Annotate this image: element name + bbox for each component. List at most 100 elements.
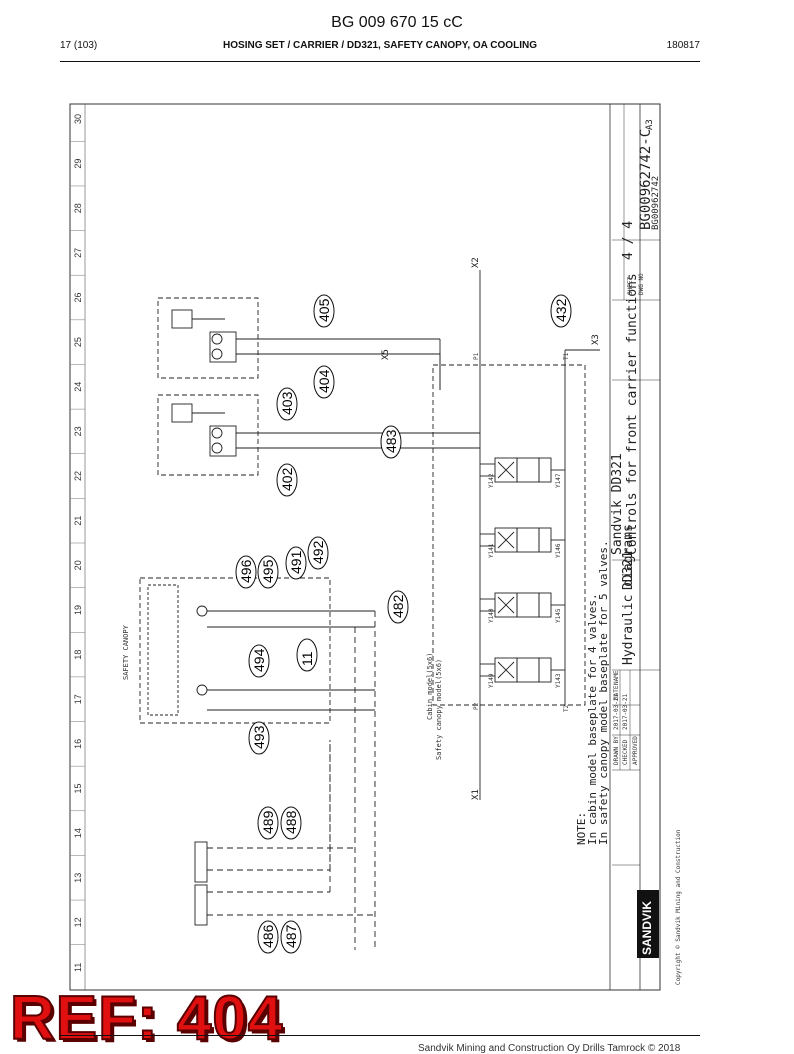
header-row: 17 (103) HOSING SET / CARRIER / DD321, S… bbox=[60, 40, 700, 56]
callout-bubble: 494 bbox=[248, 644, 270, 678]
ruler-number: 15 bbox=[73, 783, 83, 793]
callout-bubble: 491 bbox=[285, 546, 307, 580]
sheet-number: 4 / 4 bbox=[621, 221, 636, 260]
note-line-2: In safety canopy model baseplate for 5 v… bbox=[597, 540, 610, 845]
svg-text:404: 404 bbox=[316, 369, 332, 393]
safety-canopy-group bbox=[139, 577, 376, 950]
ruler-number: 29 bbox=[73, 159, 83, 169]
svg-text:11: 11 bbox=[299, 651, 315, 666]
port-x5: X5 bbox=[381, 349, 391, 360]
ruler-number: 30 bbox=[73, 114, 83, 124]
ruler-number: 12 bbox=[73, 917, 83, 927]
safety-canopy-label: SAFETY CANOPY bbox=[122, 624, 130, 680]
footer-copyright: Sandvik Mining and Construction Oy Drill… bbox=[418, 1043, 681, 1054]
svg-text:Safety canopy model(5x6): Safety canopy model(5x6) bbox=[435, 659, 443, 760]
svg-text:P2: P2 bbox=[473, 702, 480, 710]
callout-bubble: 493 bbox=[248, 721, 270, 755]
page-number: 17 (103) bbox=[60, 40, 98, 51]
svg-text:DWG NO: DWG NO bbox=[638, 273, 645, 295]
ruler-number: 13 bbox=[73, 873, 83, 883]
svg-text:495: 495 bbox=[260, 559, 276, 583]
port-x2: X2 bbox=[471, 257, 481, 268]
directional-valve bbox=[480, 657, 565, 683]
svg-text:NAME: NAME bbox=[613, 670, 620, 685]
front-cylinder-group bbox=[194, 740, 375, 926]
svg-text:483: 483 bbox=[383, 429, 399, 453]
ruler-number: 16 bbox=[73, 739, 83, 749]
company-name: Sandvik DD321 bbox=[610, 453, 625, 555]
svg-text:492: 492 bbox=[310, 540, 326, 564]
ruler-number: 19 bbox=[73, 605, 83, 615]
diagram-type: Hydraulic diagrams bbox=[621, 524, 636, 665]
svg-text:496: 496 bbox=[238, 559, 254, 583]
cylinder-group-2 bbox=[157, 394, 480, 476]
svg-text:494: 494 bbox=[251, 648, 267, 672]
svg-text:T1: T1 bbox=[563, 352, 570, 360]
svg-text:493: 493 bbox=[251, 725, 267, 749]
svg-text:P1: P1 bbox=[473, 352, 480, 360]
svg-text:491: 491 bbox=[288, 550, 304, 574]
ruler-number: 26 bbox=[73, 293, 83, 303]
svg-text:Y143: Y143 bbox=[555, 673, 562, 688]
svg-text:DRAWN BY: DRAWN BY bbox=[613, 736, 620, 765]
callout-bubble: 402 bbox=[276, 463, 298, 497]
svg-text:489: 489 bbox=[260, 810, 276, 834]
ruler-number: 17 bbox=[73, 694, 83, 704]
callout-bubble: 432 bbox=[550, 294, 572, 328]
svg-text:403: 403 bbox=[279, 391, 295, 415]
svg-text:DATE: DATE bbox=[613, 685, 620, 700]
svg-text:2017-03-21: 2017-03-21 bbox=[622, 693, 629, 730]
svg-text:Y146: Y146 bbox=[555, 543, 562, 558]
ruler-number: 24 bbox=[73, 382, 83, 392]
ruler-number: 28 bbox=[73, 203, 83, 213]
directional-valve bbox=[480, 592, 565, 618]
ruler-number: 14 bbox=[73, 828, 83, 838]
svg-text:487: 487 bbox=[283, 924, 299, 948]
directional-valve bbox=[480, 527, 565, 553]
paper-size: A3 bbox=[645, 119, 655, 130]
sandvik-logo bbox=[637, 890, 659, 958]
note-heading: NOTE: bbox=[575, 812, 588, 845]
drawing-frame bbox=[69, 103, 661, 991]
svg-text:2017-03-21: 2017-03-21 bbox=[613, 693, 620, 730]
ruler-number: 11 bbox=[73, 963, 83, 972]
drawing-number: BG00962742-C bbox=[638, 129, 654, 230]
callout-bubble: 492 bbox=[307, 536, 329, 570]
ruler-number: 23 bbox=[73, 426, 83, 436]
callout-bubble: 496 bbox=[235, 555, 257, 589]
port-x1: X1 bbox=[471, 789, 481, 800]
svg-text:432: 432 bbox=[553, 298, 569, 322]
footer-divider bbox=[60, 1035, 700, 1036]
svg-text:Y145: Y145 bbox=[555, 608, 562, 623]
date-code: 180817 bbox=[666, 40, 700, 51]
svg-text:Y149: Y149 bbox=[488, 673, 495, 688]
callout-bubble: 488 bbox=[280, 806, 302, 840]
copyright-text: Copyright © Sandvik Mining and Construct… bbox=[675, 829, 682, 985]
callout-bubble: 495 bbox=[257, 555, 279, 589]
svg-text:T2: T2 bbox=[563, 704, 570, 712]
document-number: BG 009 670 15 cC bbox=[331, 14, 463, 31]
callout-bubble: 11 bbox=[296, 638, 318, 672]
svg-text:486: 486 bbox=[260, 924, 276, 948]
callout-bubble: 487 bbox=[280, 920, 302, 954]
title-block: SANDVIK Copyright © Sandvik Mining and C… bbox=[609, 104, 682, 990]
model-name: DD321 bbox=[621, 551, 636, 590]
callout-bubble: 483 bbox=[380, 425, 402, 459]
cylinder-group-1 bbox=[157, 297, 441, 390]
ruler-number: 21 bbox=[73, 516, 83, 526]
ref-stamp: REF: 404 bbox=[9, 984, 284, 1053]
page-title: HOSING SET / CARRIER / DD321, SAFETY CAN… bbox=[223, 40, 537, 51]
callout-bubble: 405 bbox=[313, 294, 335, 328]
directional-valve bbox=[480, 457, 565, 483]
logo-text: SANDVIK bbox=[640, 901, 654, 955]
ruler-number: 18 bbox=[73, 650, 83, 660]
svg-text:Y147: Y147 bbox=[555, 473, 562, 488]
svg-text:CHECKED: CHECKED bbox=[622, 739, 629, 765]
svg-text:402: 402 bbox=[279, 467, 295, 491]
callout-bubble: 404 bbox=[313, 365, 335, 399]
svg-text:488: 488 bbox=[283, 810, 299, 834]
